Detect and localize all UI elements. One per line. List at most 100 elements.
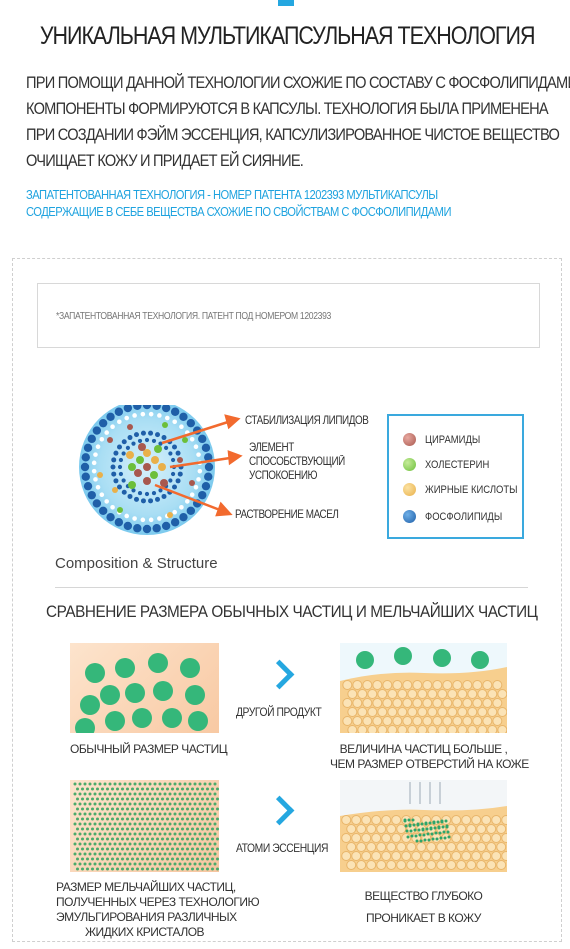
skin-cell: [376, 824, 387, 834]
skin-cell: [492, 716, 503, 726]
fine-particle: [123, 862, 127, 866]
skin-cell: [417, 707, 428, 717]
ceramide-dot-icon: [403, 433, 416, 446]
fine-particle: [201, 797, 204, 801]
fine-particle: [131, 857, 134, 861]
skin-cell: [356, 824, 367, 834]
skin-cell: [402, 680, 413, 690]
fine-particle: [168, 852, 172, 856]
fine-particle: [73, 812, 77, 816]
fine-particle: [143, 842, 147, 846]
skin-cell: [341, 815, 352, 825]
fine-particle: [116, 837, 119, 841]
skin-cell: [451, 851, 462, 861]
legend-label: ФОСФОЛИПИДЫ: [425, 511, 503, 523]
fine-particle: [113, 782, 117, 786]
fine-particle: [126, 857, 129, 861]
fine-particle: [168, 862, 172, 866]
lipid-tail: [140, 517, 146, 523]
lipid-tail: [95, 484, 101, 490]
fine-particle: [414, 834, 418, 838]
fine-particle: [73, 862, 77, 866]
fine-particle: [103, 862, 107, 866]
fine-particle: [213, 812, 217, 816]
fine-particle: [203, 852, 207, 856]
skin-cell: [362, 716, 373, 726]
inner-phospholipid-head: [121, 478, 126, 483]
skin-cell: [412, 698, 423, 708]
fine-particle: [91, 867, 94, 871]
skin-cell: [407, 689, 418, 699]
fine-particle: [101, 847, 104, 851]
fine-particle: [113, 812, 117, 816]
fine-particle: [193, 862, 197, 866]
inner-phospholipid-head: [148, 498, 154, 504]
arrowhead-icon: [224, 414, 241, 430]
phospholipid-head: [170, 518, 180, 527]
inner-phospholipid-head: [127, 493, 133, 499]
inner-phospholipid-head: [168, 451, 173, 456]
skin-cell: [416, 860, 427, 870]
fine-particle: [146, 827, 149, 831]
skin-cell: [481, 851, 492, 861]
fine-particle: [141, 817, 144, 821]
fine-particle: [206, 837, 209, 841]
fine-particle: [108, 852, 112, 856]
fine-particle: [176, 857, 179, 861]
skin-cell: [431, 851, 442, 861]
inner-phospholipid-head: [131, 441, 136, 446]
fine-particle: [116, 827, 119, 831]
fine-particle: [163, 812, 167, 816]
fine-particle: [191, 847, 194, 851]
fine-particle: [121, 867, 124, 871]
fine-particle: [146, 797, 149, 801]
inner-phospholipid-head: [133, 432, 139, 438]
inner-phospholipid-head: [121, 451, 126, 456]
fine-particle: [98, 862, 102, 866]
fine-particle: [86, 827, 89, 831]
fine-particle: [178, 822, 182, 826]
large-particle: [125, 683, 145, 703]
phospholipid-head: [201, 481, 211, 491]
skin-cell: [367, 689, 378, 699]
fine-particle: [126, 827, 129, 831]
skin-cell: [457, 707, 468, 717]
capsule-component: [127, 424, 133, 430]
fine-particle: [163, 842, 167, 846]
fine-particle: [118, 802, 122, 806]
phospholipid-head: [179, 412, 188, 422]
fine-particle: [181, 837, 184, 841]
fine-particle: [193, 842, 197, 846]
skin-cell: [401, 851, 412, 861]
fine-particle: [146, 867, 149, 871]
fine-particle: [86, 787, 89, 791]
fine-particle: [183, 812, 187, 816]
fine-particle: [198, 802, 202, 806]
fine-particle: [171, 807, 174, 811]
skin-cell: [372, 698, 383, 708]
skin-cell: [342, 716, 353, 726]
fine-particle: [178, 792, 182, 796]
fine-particle: [168, 802, 172, 806]
fine-particle: [151, 847, 154, 851]
fine-particle: [146, 807, 149, 811]
inner-phospholipid-head: [144, 491, 150, 497]
skin-cell: [347, 707, 358, 717]
fine-particle: [113, 792, 117, 796]
large-particle: [148, 653, 168, 673]
fine-particle: [133, 802, 137, 806]
fine-particle: [173, 782, 177, 786]
fine-particle: [415, 839, 419, 843]
fine-particle: [133, 792, 137, 796]
fine-particle: [78, 812, 82, 816]
fine-particle: [213, 862, 217, 866]
skin-cell: [462, 680, 473, 690]
fine-particle: [108, 822, 112, 826]
fine-particle: [78, 842, 82, 846]
fine-particle: [181, 817, 184, 821]
skin-cell: [351, 851, 362, 861]
skin-cell: [416, 842, 427, 852]
fine-particle: [116, 847, 119, 851]
large-particle: [100, 685, 120, 705]
skin-cell: [427, 689, 438, 699]
